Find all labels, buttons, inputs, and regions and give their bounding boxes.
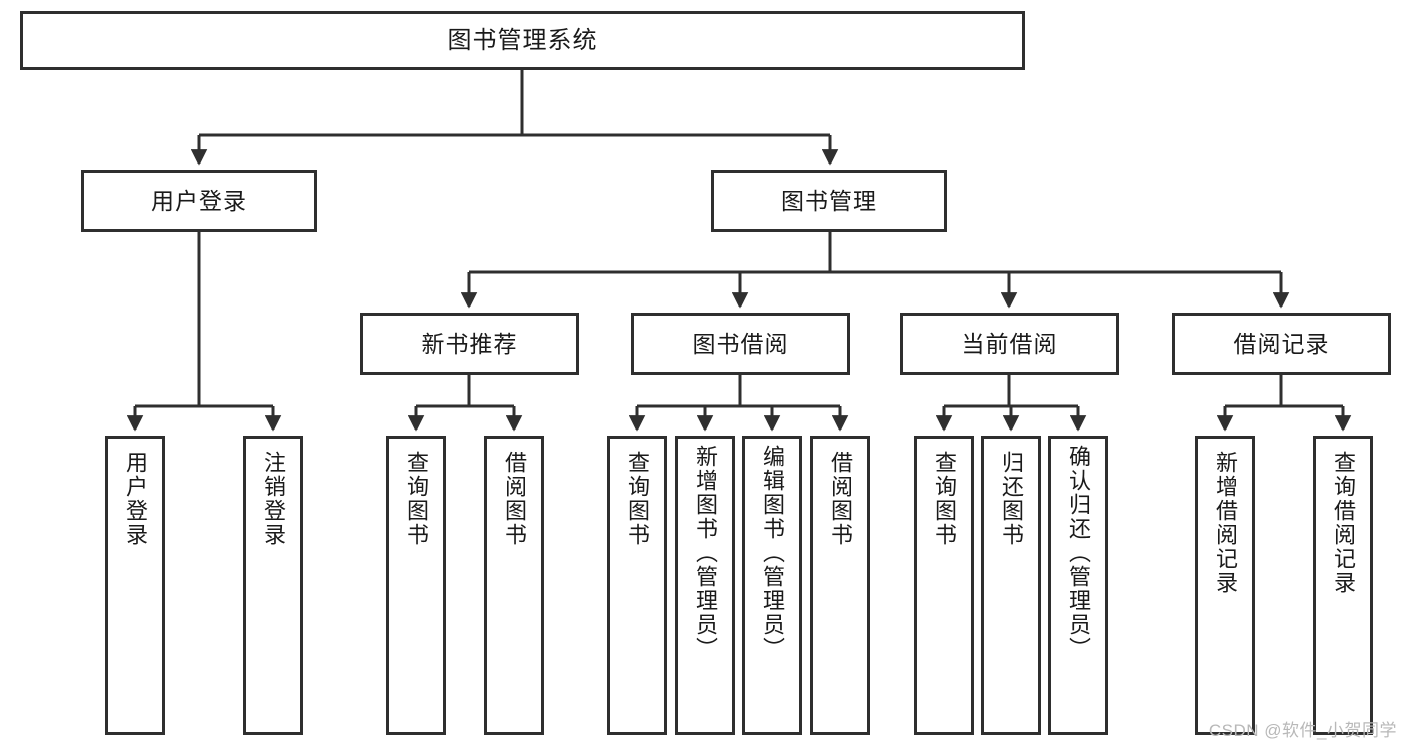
node-leaf-return-book[interactable]: 归还图书 [981,436,1041,735]
node-leaf-borrow-book-rec[interactable]: 借阅图书 [484,436,544,735]
node-leaf-query-book-current[interactable]: 查询图书 [914,436,974,735]
node-leaf-query-book-borrow-label: 查询图书 [624,451,650,547]
node-leaf-query-book-borrow[interactable]: 查询图书 [607,436,667,735]
node-leaf-borrow-book-rec-label: 借阅图书 [501,451,527,547]
node-book-management-label: 图书管理 [781,187,877,214]
node-new-book-recommend-label: 新书推荐 [421,330,518,357]
node-borrow-record-label: 借阅记录 [1233,330,1330,357]
node-leaf-query-borrow-record-label: 查询借阅记录 [1330,451,1356,595]
node-leaf-add-book[interactable]: 新增图书（管理员） [675,436,735,735]
node-leaf-edit-book[interactable]: 编辑图书（管理员） [742,436,802,735]
node-borrow-record[interactable]: 借阅记录 [1172,313,1391,375]
node-user-login-label: 用户登录 [151,187,247,214]
node-current-borrow[interactable]: 当前借阅 [900,313,1119,375]
node-leaf-user-login[interactable]: 用户登录 [105,436,165,735]
node-leaf-query-borrow-record[interactable]: 查询借阅记录 [1313,436,1373,735]
node-leaf-add-borrow-record[interactable]: 新增借阅记录 [1195,436,1255,735]
node-leaf-user-logout[interactable]: 注销登录 [243,436,303,735]
node-leaf-query-book-rec[interactable]: 查询图书 [386,436,446,735]
node-new-book-recommend[interactable]: 新书推荐 [360,313,579,375]
node-leaf-query-book-current-label: 查询图书 [931,451,957,547]
node-leaf-confirm-return-label: 确认归还（管理员） [1065,445,1091,661]
node-leaf-borrow-book-label: 借阅图书 [827,451,853,547]
node-leaf-return-book-label: 归还图书 [998,451,1024,547]
node-root[interactable]: 图书管理系统 [20,11,1025,70]
node-leaf-query-book-rec-label: 查询图书 [403,451,429,547]
node-leaf-user-login-label: 用户登录 [122,451,148,547]
node-user-login[interactable]: 用户登录 [81,170,317,232]
node-leaf-borrow-book[interactable]: 借阅图书 [810,436,870,735]
node-leaf-edit-book-label: 编辑图书（管理员） [759,445,785,661]
node-leaf-user-logout-label: 注销登录 [260,451,286,547]
node-leaf-add-borrow-record-label: 新增借阅记录 [1212,451,1238,595]
watermark-text: CSDN @软件_小贺同学 [1208,721,1397,740]
node-current-borrow-label: 当前借阅 [961,330,1058,357]
node-book-management[interactable]: 图书管理 [711,170,947,232]
node-root-label: 图书管理系统 [447,26,598,54]
node-book-borrow-label: 图书借阅 [692,330,789,357]
node-book-borrow[interactable]: 图书借阅 [631,313,850,375]
node-leaf-confirm-return[interactable]: 确认归还（管理员） [1048,436,1108,735]
node-leaf-add-book-label: 新增图书（管理员） [692,445,718,661]
